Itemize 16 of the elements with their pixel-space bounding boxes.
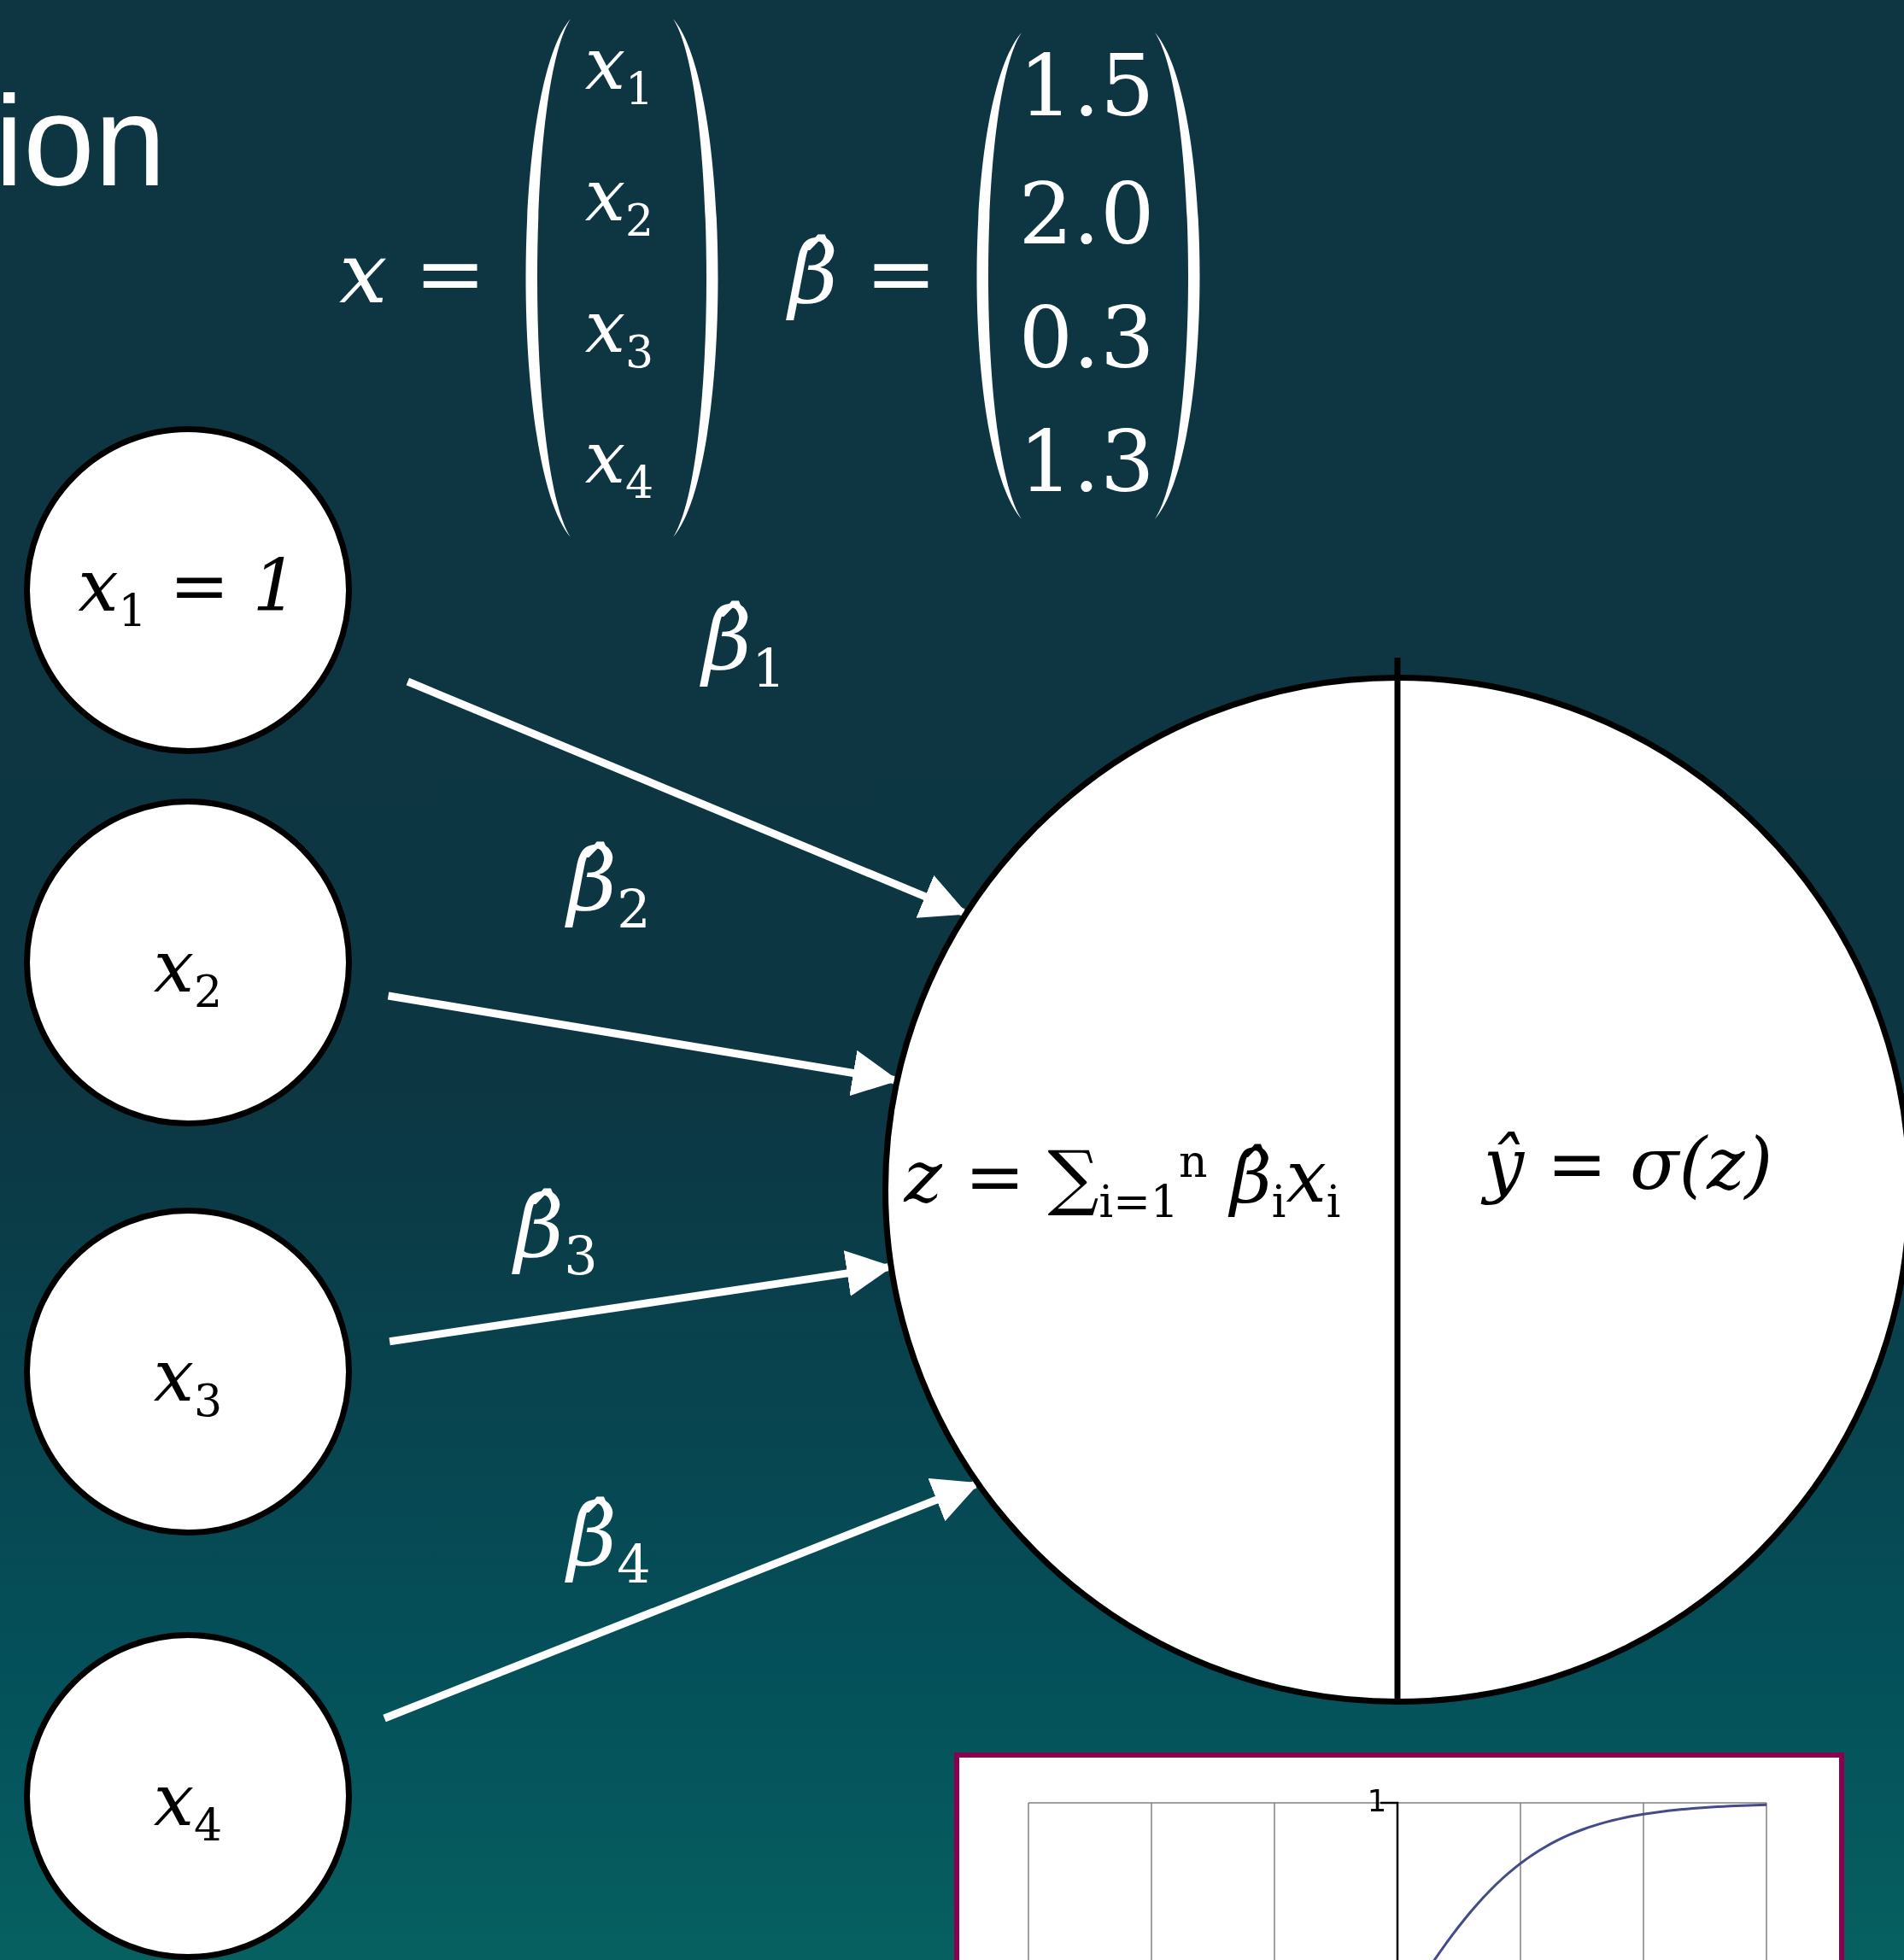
title: ion: [0, 77, 167, 205]
math-formula: x$_{2}$: [153, 925, 223, 1017]
matrix-entry: x$_{3}$: [584, 285, 654, 377]
math-formula: z = ∑$_{i=1}$$^{n}$ β̂$_{i}$x$_{i}$: [904, 1135, 1341, 1227]
matrix-entry: x$_{2}$: [584, 154, 654, 246]
matrix-entry: 0.3: [1018, 287, 1155, 388]
matrix-entry: 1.3: [1018, 411, 1155, 512]
math-formula: x =: [339, 222, 486, 323]
matrix-entry: 1.5: [1018, 35, 1155, 136]
matrix-entry: x$_{1}$: [584, 22, 654, 114]
matrix-entry: x$_{4}$: [584, 416, 654, 508]
math-formula: x$_{4}$: [153, 1758, 223, 1851]
tick-label: 1: [1367, 1782, 1387, 1818]
math-formula: x$_{1}$ = 1: [78, 544, 298, 636]
math-formula: x$_{3}$: [153, 1334, 223, 1426]
matrix-entry: 2.0: [1018, 163, 1155, 264]
